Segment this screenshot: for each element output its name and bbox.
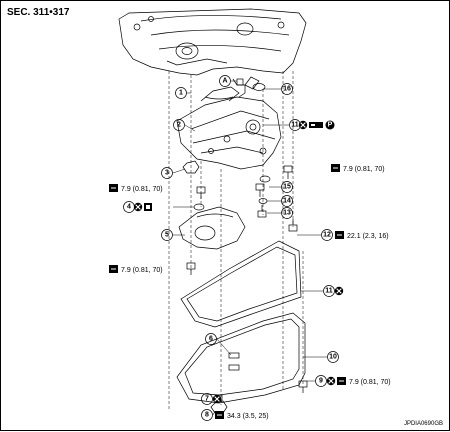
control-valve-assembly	[176, 76, 282, 170]
callout-2: 2	[173, 119, 185, 131]
svg-text:5: 5	[165, 232, 169, 239]
svg-text:14: 14	[283, 198, 291, 205]
svg-text:7.9 (0.81, 70): 7.9 (0.81, 70)	[343, 166, 385, 173]
svg-text:7.9 (0.81, 70): 7.9 (0.81, 70)	[349, 379, 391, 386]
callout-leaders	[172, 80, 327, 416]
oil-strainer-5	[178, 206, 246, 250]
svg-text:10: 10	[329, 354, 337, 361]
callout-12: 12	[321, 229, 333, 241]
do-not-reuse-icon	[212, 394, 222, 404]
callout-11-gasket: 11	[323, 285, 335, 297]
callout-13: 13	[281, 207, 293, 219]
callout-9: 9	[315, 375, 327, 387]
callout-5: 5	[161, 229, 173, 241]
o-ring-4	[193, 203, 205, 211]
callout-16: 16	[281, 83, 293, 95]
callout-4: 4	[123, 201, 135, 213]
oil-pan-10	[176, 312, 306, 404]
svg-text:16: 16	[283, 86, 291, 93]
callout-8: 8	[201, 409, 213, 421]
svg-text:15: 15	[283, 184, 291, 191]
bolt-upper-torque	[283, 165, 293, 179]
callout-1: 1	[175, 87, 187, 99]
callout-6: 6	[205, 333, 217, 345]
assembly-leader-lines	[168, 71, 304, 411]
svg-text:2: 2	[177, 122, 181, 129]
do-not-reuse-icon	[133, 202, 143, 212]
magnets-6	[228, 352, 240, 371]
torque-spec-3: 7.9 (0.81, 70)	[331, 164, 385, 173]
svg-text:11: 11	[291, 122, 299, 129]
svg-text:1: 1	[179, 90, 183, 97]
torque-spec-4: 7.9 (0.81, 70)	[337, 377, 391, 386]
image-code: JPDIA0690GB	[403, 421, 443, 427]
callout-7: 7	[201, 393, 213, 405]
fluid-icon	[144, 203, 152, 211]
do-not-reuse-icon	[298, 120, 308, 130]
callout-3: 3	[161, 167, 173, 179]
torque-spec-2: 7.9 (0.81, 70)	[109, 265, 163, 274]
bolt-13	[257, 205, 267, 218]
svg-text:A: A	[222, 78, 227, 85]
bolt-16	[255, 183, 265, 197]
do-not-reuse-icon	[326, 376, 336, 386]
svg-text:9: 9	[319, 378, 323, 385]
callout-14: 14	[281, 195, 293, 207]
svg-text:8: 8	[205, 412, 209, 419]
svg-text:13: 13	[283, 210, 291, 217]
callout-15: 15	[281, 181, 293, 193]
bolt-left-lower	[186, 262, 196, 275]
part-3-fitting	[182, 160, 200, 174]
grease-icon	[309, 122, 323, 128]
svg-text:7: 7	[205, 396, 209, 403]
callout-10: 10	[327, 351, 339, 363]
svg-text:12: 12	[323, 232, 331, 239]
svg-text:22.1 (2.3, 16): 22.1 (2.3, 16)	[347, 233, 389, 240]
transaxle-case	[118, 8, 307, 76]
svg-text:6: 6	[209, 336, 213, 343]
torque-spec-6: 34.3 (3.5, 25)	[215, 411, 269, 420]
svg-text:P: P	[328, 122, 333, 129]
torque-spec-5: 22.1 (2.3, 16)	[335, 231, 389, 240]
seal-15	[259, 175, 271, 183]
section-title: SEC. 311•317	[7, 7, 70, 18]
svg-text:3: 3	[165, 170, 169, 177]
bolt-12	[288, 219, 298, 232]
svg-text:7.9 (0.81, 70): 7.9 (0.81, 70)	[121, 186, 163, 193]
harness-connector-a	[232, 78, 246, 98]
do-not-reuse-icon	[334, 286, 344, 296]
oil-pan-gasket-11	[180, 240, 302, 328]
svg-text:11: 11	[325, 288, 333, 295]
p-mark-icon: P	[325, 120, 335, 130]
svg-text:7.9 (0.81, 70): 7.9 (0.81, 70)	[121, 267, 163, 274]
svg-text:4: 4	[127, 204, 131, 211]
callout-a: A	[219, 75, 231, 87]
ring-17	[252, 83, 266, 91]
torque-spec-1: 7.9 (0.81, 70)	[109, 184, 163, 193]
svg-text:34.3 (3.5, 25): 34.3 (3.5, 25)	[227, 413, 269, 420]
